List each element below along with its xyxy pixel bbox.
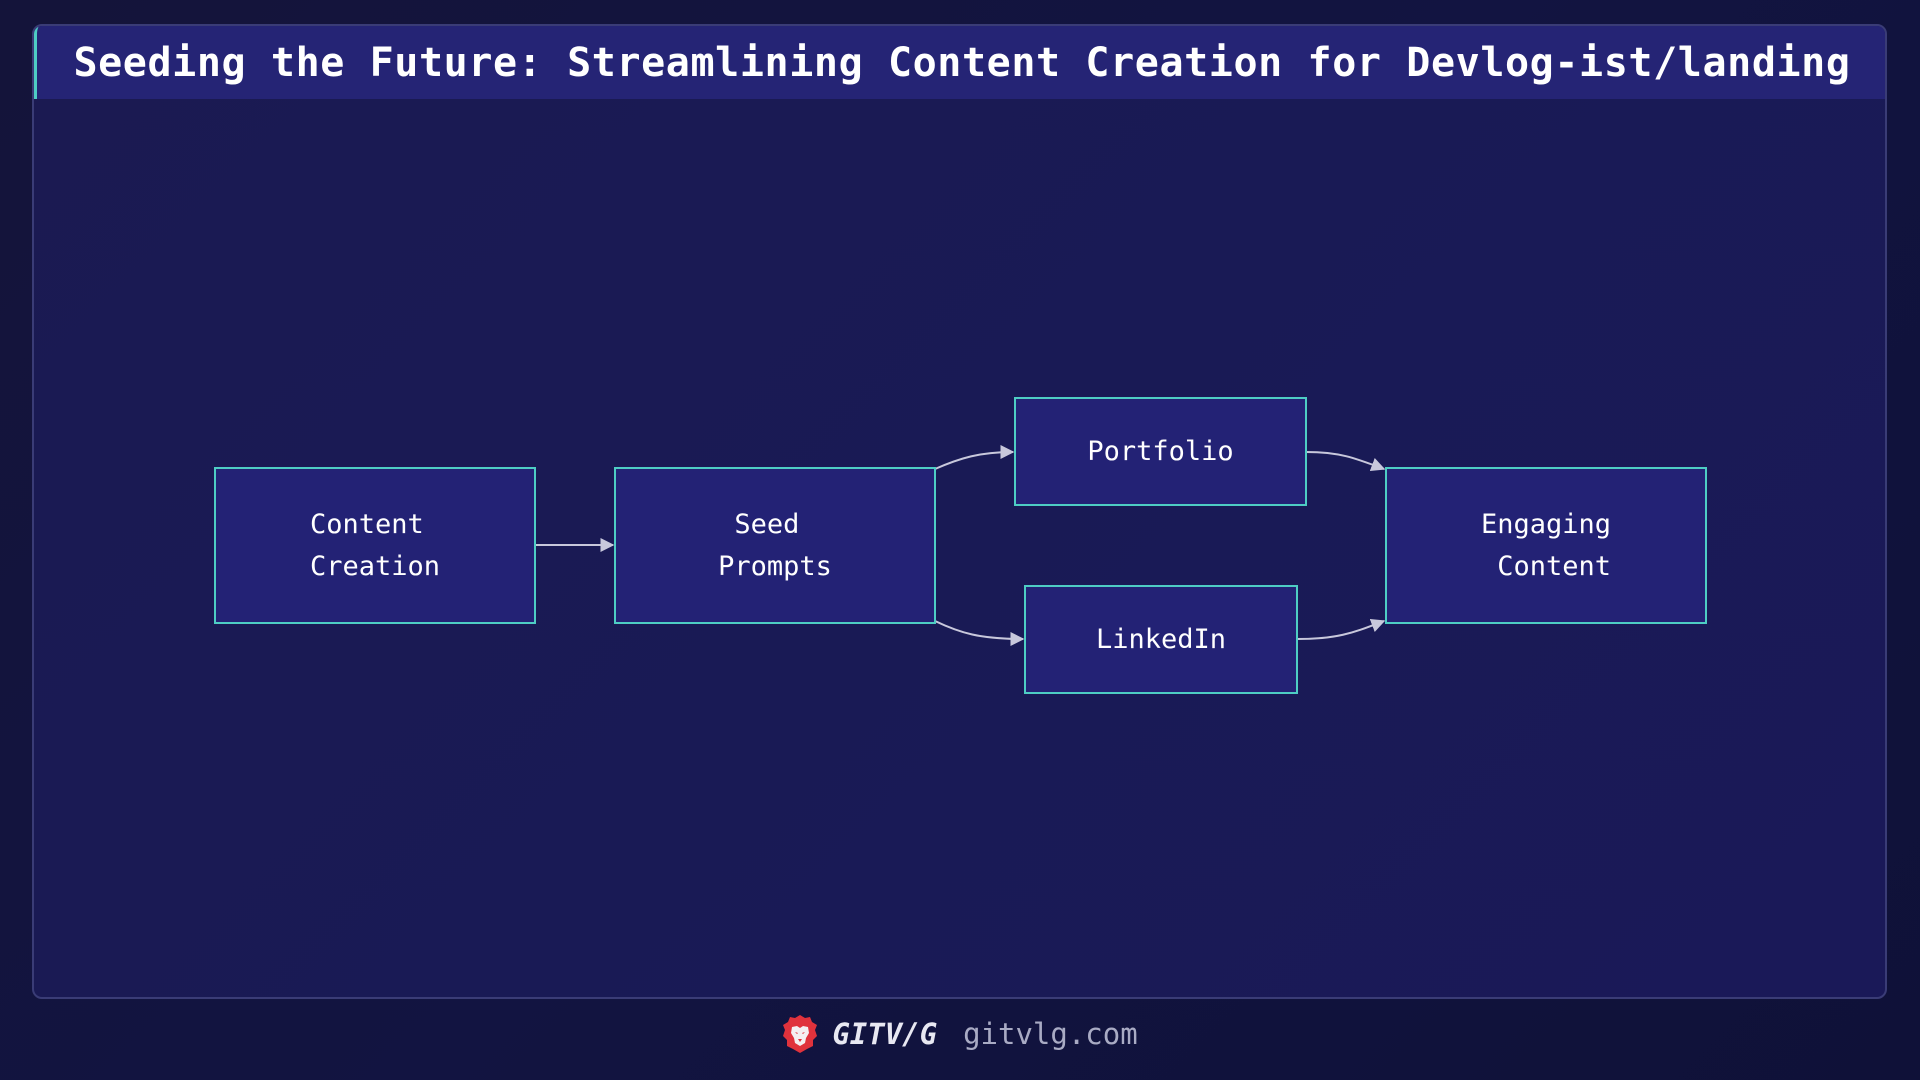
node-label-line: Content — [1480, 550, 1612, 582]
edge-portfolio-to-engaging-content — [1305, 451, 1386, 472]
edge-seed-prompts-to-linkedin — [934, 620, 1025, 646]
node-label-line: LinkedIn — [1095, 623, 1227, 655]
node-portfolio: Portfolio — [1014, 397, 1307, 506]
page-title: Seeding the Future: Streamlining Content… — [73, 39, 1851, 86]
node-engaging-content: Engaging Content — [1385, 467, 1707, 624]
node-content-creation: Content Creation — [214, 467, 536, 624]
node-label-line: Content — [309, 508, 441, 540]
brand-name: GITV/G — [832, 1017, 938, 1051]
header-bar: Seeding the Future: Streamlining Content… — [34, 26, 1885, 99]
node-label-line: Creation — [309, 550, 441, 582]
node-seed-prompts: Seed Prompts — [614, 467, 936, 624]
edge-linkedin-to-engaging-content — [1296, 618, 1386, 640]
footer: GITV/G gitvlg.com — [0, 1012, 1920, 1056]
site-link[interactable]: gitvlg.com — [963, 1017, 1138, 1051]
node-label-line: Engaging — [1480, 508, 1612, 540]
node-linkedin: LinkedIn — [1024, 585, 1298, 694]
edge-seed-prompts-to-portfolio — [934, 445, 1015, 470]
node-label-line: Seed — [734, 508, 816, 540]
node-label-line: Prompts — [718, 550, 832, 582]
node-label-line: Portfolio — [1087, 435, 1234, 467]
lion-icon — [783, 1015, 818, 1053]
